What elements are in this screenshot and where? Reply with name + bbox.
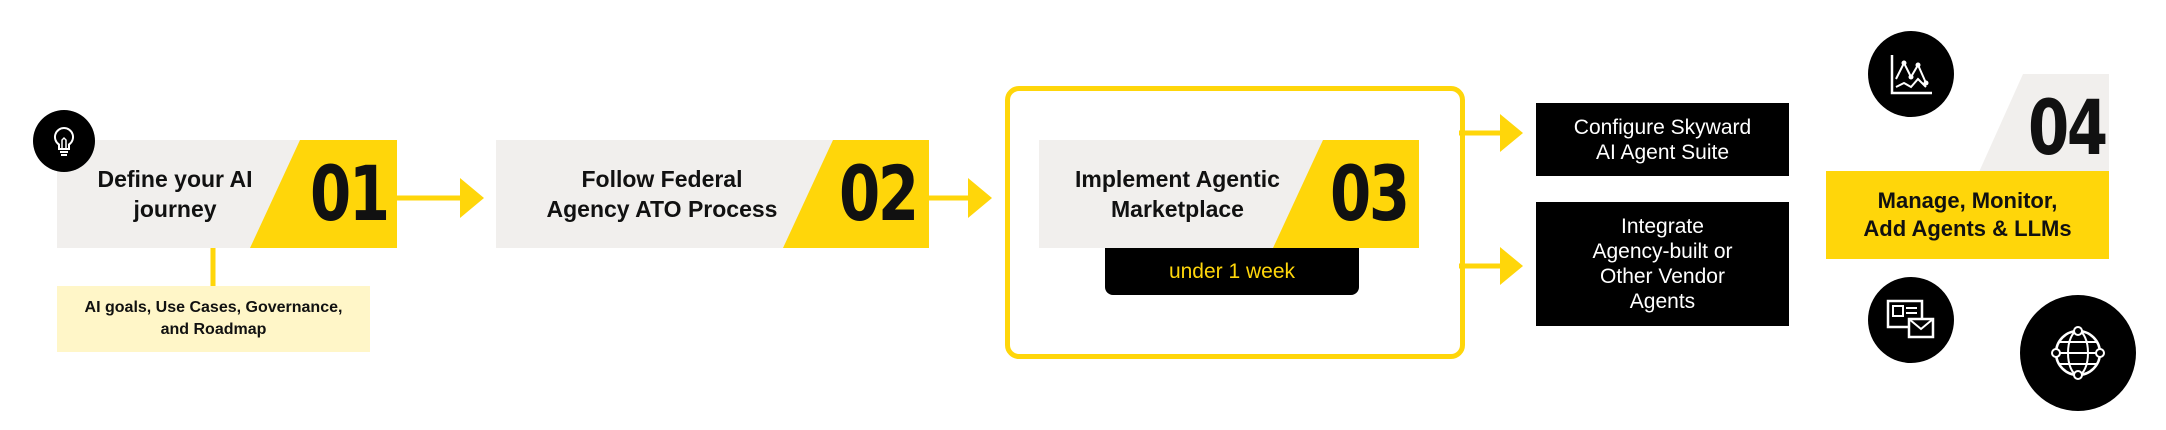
step-3-title: Implement Agentic Marketplace [1075, 166, 1280, 222]
step-1-number-panel [250, 140, 397, 248]
step-3-frame [1005, 86, 1465, 359]
globe-network-icon [2020, 295, 2136, 411]
arrow-3-option1-head [1500, 114, 1523, 152]
step-4-number: 04 [2028, 83, 2108, 172]
step-1-title: Define your AI journey [97, 166, 253, 222]
step-1-number: 01 [310, 149, 390, 238]
step-3-number: 03 [1330, 149, 1410, 238]
arrow-3-option2-head [1500, 247, 1523, 285]
arrow-2-3-head [968, 178, 992, 218]
option-configure-suite: Configure Skyward AI Agent Suite [1536, 103, 1789, 176]
step-3-number-panel [1273, 140, 1419, 248]
step-2-number-panel [783, 140, 929, 248]
line-chart-icon [1868, 31, 1954, 117]
step-2-title: Follow Federal Agency ATO Process [546, 166, 778, 222]
step-4-number-panel [1979, 74, 2109, 172]
option-integrate-agents: Integrate Agency-built or Other Vendor A… [1536, 202, 1789, 326]
step-4-title: Manage, Monitor, Add Agents & LLMs [1826, 171, 2109, 259]
arrow-1-2-head [460, 178, 484, 218]
step-3-duration-badge: under 1 week [1105, 248, 1359, 295]
id-card-mail-icon [1868, 277, 1954, 363]
step-1-note: AI goals, Use Cases, Governance, and Roa… [57, 286, 370, 352]
step-2-number: 02 [839, 149, 919, 238]
lightbulb-icon [33, 110, 95, 172]
